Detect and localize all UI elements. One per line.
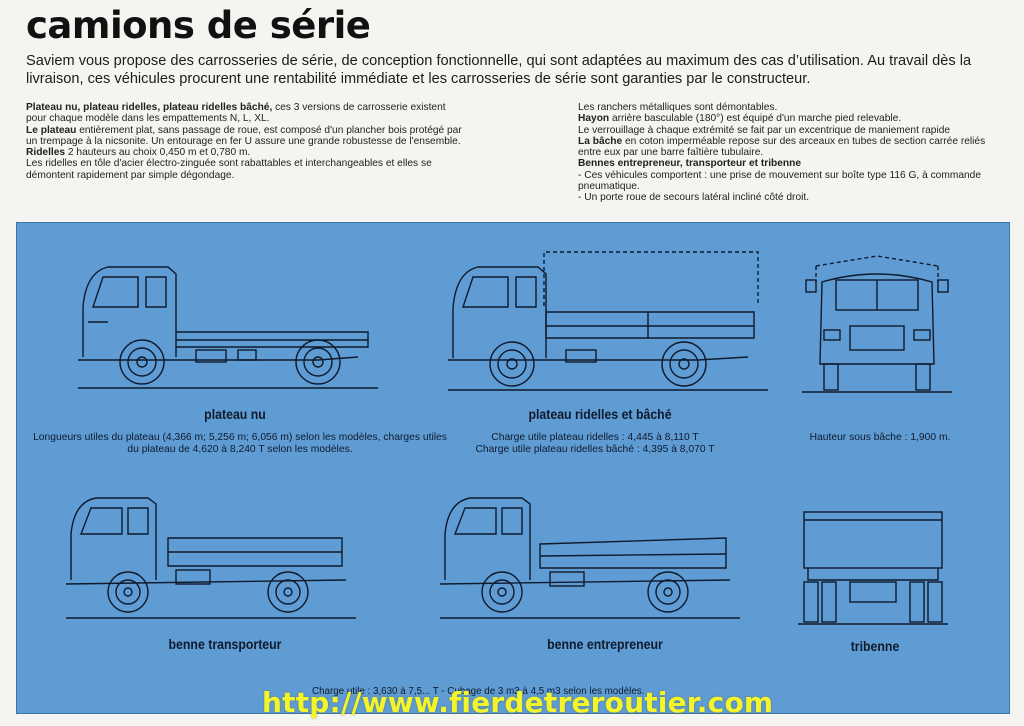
note-ridelles-1: Charge utile plateau ridelles : 4,445 à … <box>491 432 699 443</box>
right-paragraph-4: La bâche en coton imperméable repose sur… <box>578 136 1008 159</box>
watermark-url: http://www.fierdetreroutier.com <box>262 686 774 719</box>
right-p5-bold: Bennes entrepreneur, transporteur et tri… <box>578 158 802 170</box>
note-plateau-nu: Longueurs utiles du plateau (4,366 m; 5,… <box>33 432 447 455</box>
left-paragraph-4: Les ridelles en tôle d'acier électro-zin… <box>26 158 432 181</box>
right-paragraph-6: - Ces véhicules comportent : une prise d… <box>578 169 981 193</box>
left-text-column: Plateau nu, plateau ridelles, plateau ri… <box>26 102 466 181</box>
right-text-column: Les ranchers métalliques sont démontable… <box>578 102 1008 204</box>
left-p2-bold: Le plateau <box>26 124 77 136</box>
note-bache: Hauteur sous bâche : 1,900 m. <box>809 432 951 443</box>
truck-transport-tipper-drawing <box>66 494 356 624</box>
right-paragraph-7: - Un porte roue de secours latéral incli… <box>578 192 810 204</box>
right-paragraph-2: Hayon arrière basculable (180°) est équi… <box>578 113 1008 124</box>
left-p1-bold: Plateau nu, plateau ridelles, plateau ri… <box>26 102 273 113</box>
right-p4-text: en coton imperméable repose sur des arce… <box>578 135 986 159</box>
left-paragraph-3: Ridelles 2 hauteurs au choix 0,450 m et … <box>26 147 466 158</box>
right-p2-bold: Hayon <box>578 113 610 125</box>
caption-benne-entrepreneur: benne entrepreneur <box>547 636 663 652</box>
footnote: Charge utile : 3,630 à 7,5... T - Cubage… <box>312 686 645 697</box>
caption-tribenne: tribenne <box>850 638 900 654</box>
right-paragraph-1: Les ranchers métalliques sont démontable… <box>578 102 778 113</box>
caption-benne-transporteur: benne transporteur <box>168 636 282 652</box>
left-paragraph-1: Plateau nu, plateau ridelles, plateau ri… <box>26 102 466 125</box>
illustration-panel <box>16 222 1010 714</box>
left-paragraph-2: Le plateau entièrement plat, sans passag… <box>26 125 466 148</box>
right-p4-bold: La bâche <box>578 135 623 147</box>
truck-dropside-tarp-drawing <box>448 246 768 396</box>
caption-plateau-nu: plateau nu <box>204 406 266 422</box>
left-p3-bold: Ridelles <box>26 147 66 159</box>
truck-flatbed-drawing <box>78 262 378 392</box>
truck-front-view-drawing <box>802 252 952 397</box>
truck-tribenne-rear-drawing <box>798 506 948 631</box>
caption-plateau-ridelles: plateau ridelles et bâché <box>528 406 672 422</box>
right-paragraph-3: Le verrouillage à chaque extrémité se fa… <box>578 124 951 136</box>
note-ridelles-2: Charge utile plateau ridelles bâché : 4,… <box>475 444 715 455</box>
left-p3-text: 2 hauteurs au choix 0,450 m et 0,780 m. <box>65 147 251 159</box>
left-p1-text: ces 3 versions de carrosserie existent p… <box>26 102 446 125</box>
page-title: camions de série <box>26 4 371 47</box>
right-paragraph-5: Bennes entrepreneur, transporteur et tri… <box>578 158 1008 169</box>
left-p2-text: entièrement plat, sans passage de roue, … <box>26 124 462 147</box>
truck-contractor-tipper-drawing <box>440 494 740 624</box>
right-p2-text: arrière basculable (180°) est équipé d'u… <box>609 113 902 125</box>
intro-paragraph: Saviem vous propose des carrosseries de … <box>26 53 972 87</box>
